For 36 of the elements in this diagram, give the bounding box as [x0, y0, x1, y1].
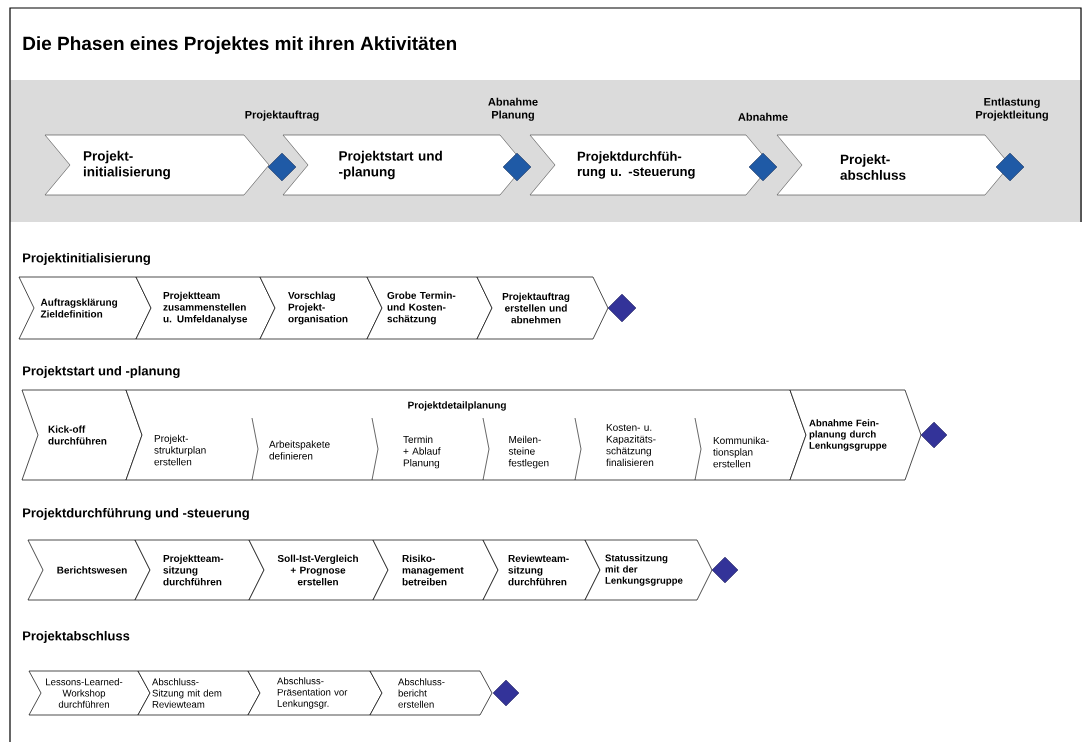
sub-step: Meilen- steine festlegen — [482, 417, 549, 481]
chevron-step: Abschluss- Präsentation vor Lenkungsgr. — [247, 670, 383, 716]
milestone-label: Entlastung Projektleitung — [976, 97, 1048, 121]
section-heading: Projektdurchführung und -steuerung — [23, 507, 249, 521]
milestone-diamond — [502, 152, 532, 182]
milestone-diamond — [267, 152, 297, 182]
milestone-diamond — [748, 152, 778, 182]
milestone-diamond — [711, 556, 739, 584]
milestone-label: Abnahme — [738, 112, 788, 121]
chevron-step: Grobe Termin- und Kosten- schätzung — [366, 276, 493, 340]
chevron-step: Kick-off durchführen — [21, 389, 143, 481]
milestone-diamond — [920, 421, 948, 449]
sub-step: Projekt- strukturplan erstellen — [154, 434, 206, 466]
milestone-label: Projektauftrag — [245, 110, 319, 121]
sub-step: Arbeitspakete definieren — [251, 417, 330, 481]
chevron-step: Reviewteam- sitzung durchführen — [482, 539, 601, 601]
title: Die Phasen eines Projektes mit ihren Aktivitäten — [23, 36, 456, 54]
milestone-diamond — [607, 293, 637, 323]
section-heading: Projektabschluss — [23, 630, 130, 644]
chevron-step: Risiko- management betreiben — [372, 539, 499, 601]
chevron-step: Statussitzung mit der Lenkungsgruppe — [584, 539, 713, 601]
chevron-step: Berichtswesen — [27, 539, 151, 601]
section-heading: Projektstart und -planung — [23, 365, 180, 379]
sub-step: Kosten- u. Kapazitäts- schätzung finalisieren — [574, 417, 656, 481]
sub-step: Termin + Ablauf Planung — [371, 417, 441, 481]
chevron-step: Abschluss- bericht erstellen — [369, 670, 493, 716]
milestone-diamond — [995, 152, 1025, 182]
section-heading: Projektinitialisierung — [23, 252, 150, 266]
chevron-step: Vorschlag Projekt- organisation — [259, 276, 383, 340]
sub-step: Kommunika- tionsplan erstellen — [694, 417, 769, 481]
chevron-step: Projektauftrag erstellen und abnehmen — [476, 276, 609, 340]
chevron-step: Auftragsklärung Zieldefinition — [18, 276, 152, 340]
chevron-step: Lessons-Learned- Workshop durchführen — [28, 670, 151, 716]
milestone-diamond — [492, 679, 520, 707]
milestone-label: Abnahme Planung — [488, 97, 538, 121]
chevron-step: Abnahme Fein- planung durch Lenkungsgruppe — [789, 389, 922, 481]
